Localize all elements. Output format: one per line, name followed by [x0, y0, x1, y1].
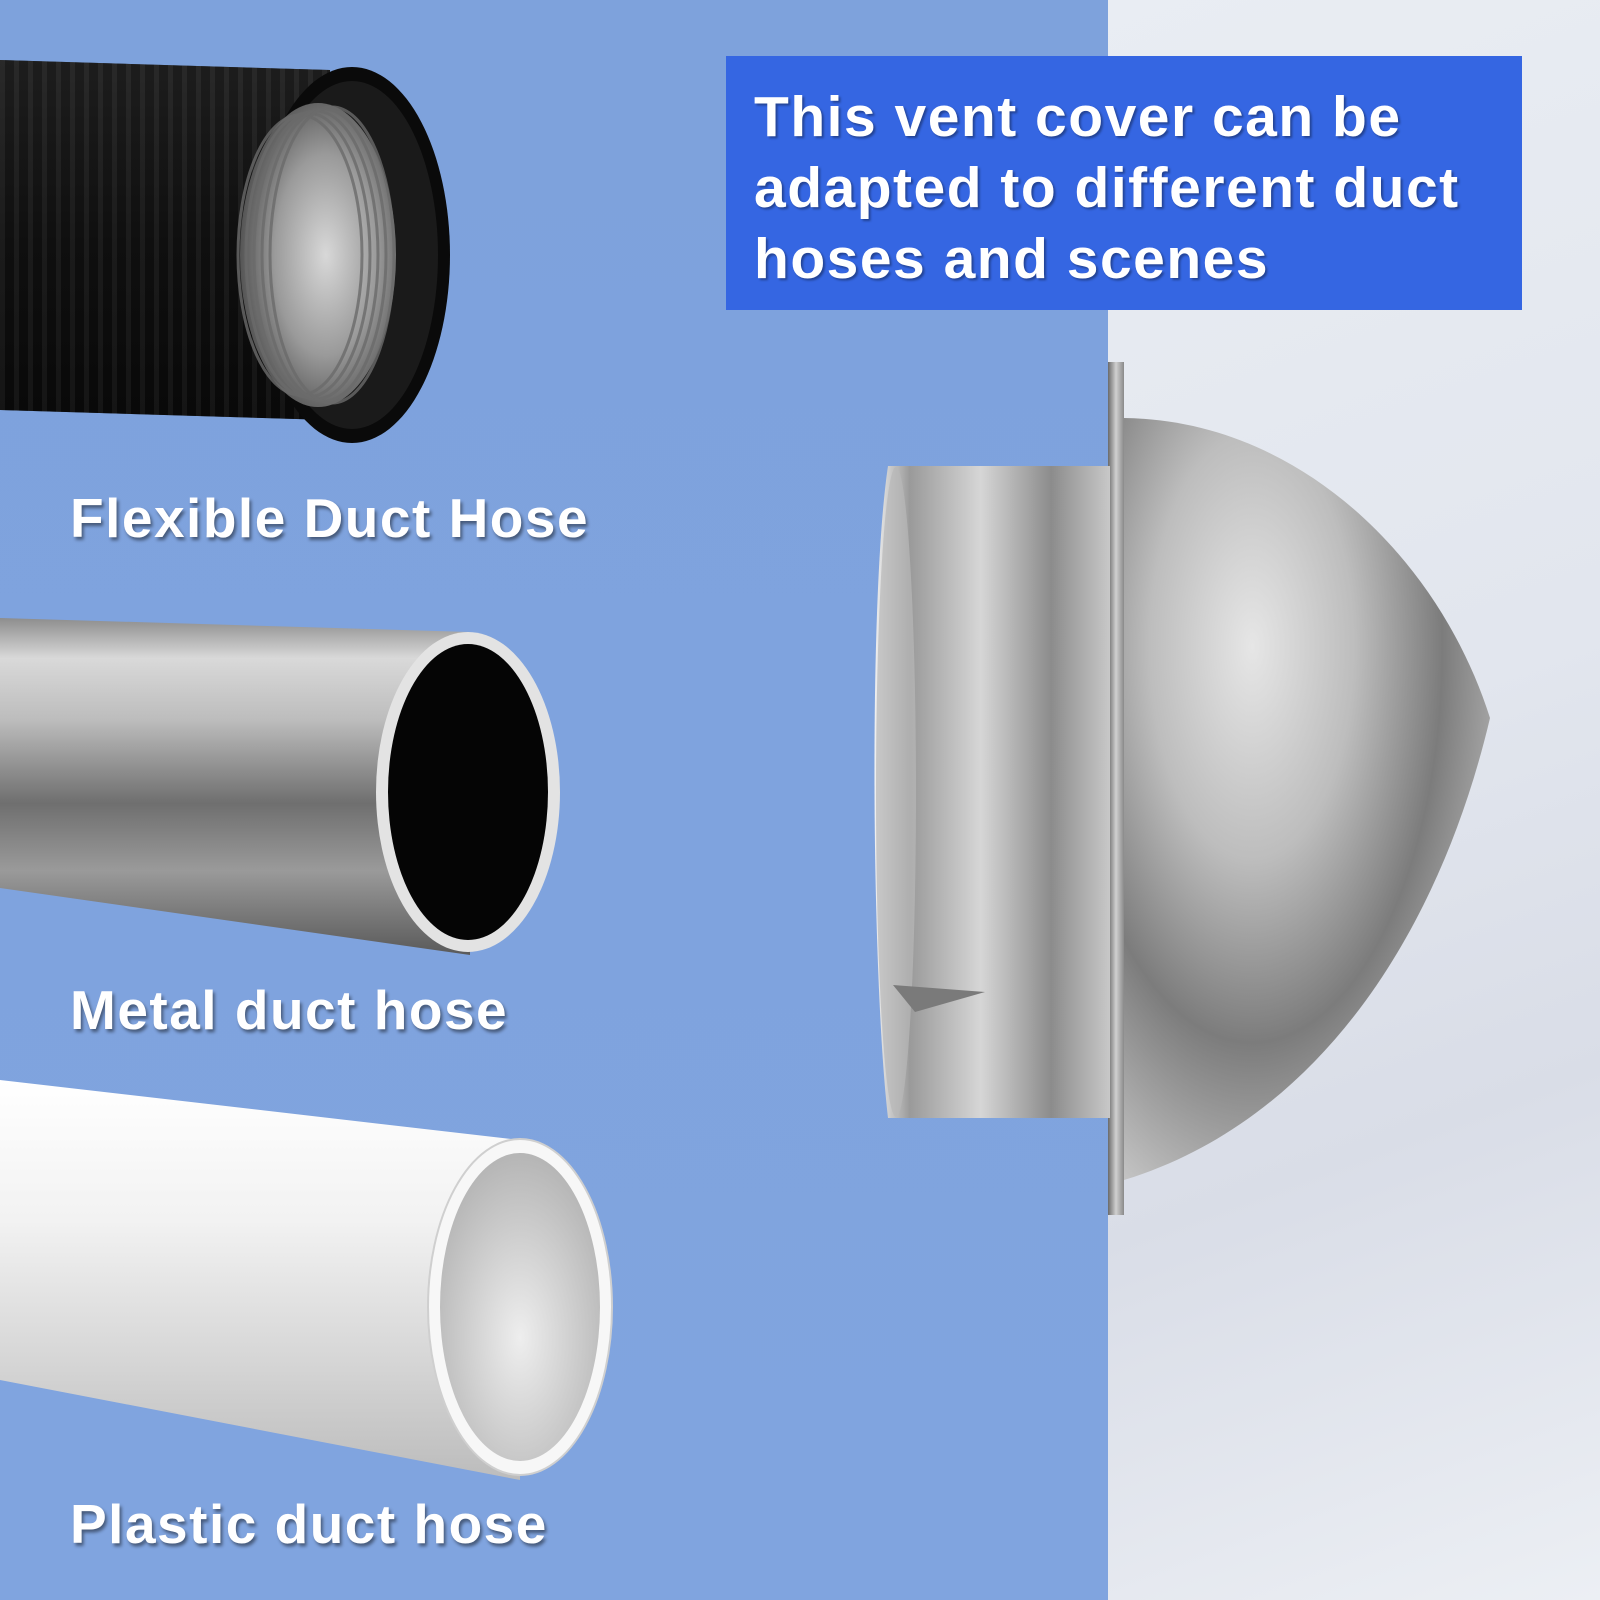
plastic-duct-hose-image — [0, 1080, 613, 1480]
headline-line-1: This vent cover can be — [754, 85, 1402, 149]
plastic-duct-hose-label: Plastic duct hose — [70, 1493, 548, 1555]
headline-line-2: adapted to different duct — [754, 156, 1460, 220]
metal-duct-hose-image — [0, 618, 560, 955]
metal-duct-hose-label: Metal duct hose — [70, 979, 509, 1041]
headline-line-3: hoses and scenes — [754, 227, 1270, 291]
vent-cover-image — [874, 362, 1490, 1215]
flexible-duct-hose-image — [0, 60, 450, 443]
flexible-duct-hose-label: Flexible Duct Hose — [70, 487, 590, 549]
headline-banner: This vent cover can be adapted to differ… — [726, 56, 1522, 310]
headline-text: This vent cover can be adapted to differ… — [754, 82, 1496, 295]
